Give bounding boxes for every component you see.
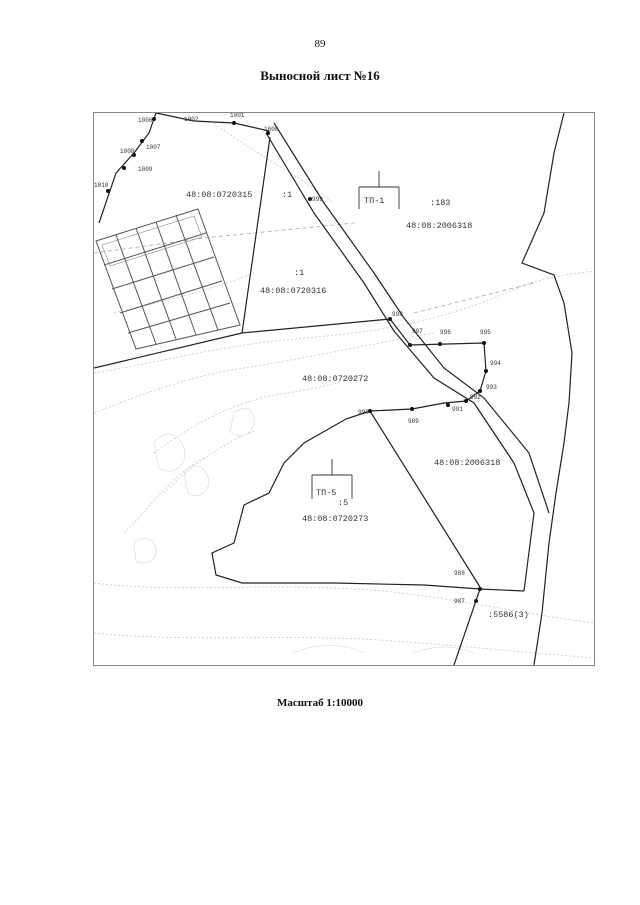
terrain-contours	[94, 122, 594, 659]
parcel-labels: 48:08:0720315 48:08:2006318 48:08:072031…	[186, 190, 500, 524]
point-label-1001: 1001	[230, 113, 245, 119]
map-frame: 48:08:0720315 48:08:2006318 48:08:072031…	[93, 112, 595, 666]
point-label-998: 998	[392, 311, 403, 318]
point-label-996: 996	[440, 329, 451, 336]
point-label-992: 992	[470, 394, 481, 401]
parcel-label-720316: 48:08:0720316	[260, 286, 326, 296]
point-label-990: 990	[358, 409, 369, 416]
parcel-label-720315: 48:08:0720315	[186, 190, 252, 200]
zone-labels: ТП-1 ТП-5	[316, 196, 384, 498]
point-label-993: 993	[486, 384, 497, 391]
point-label-1006: 1006	[138, 117, 153, 124]
point-label-1007: 1007	[146, 144, 161, 151]
zone-label-bottom: ТП-5	[316, 488, 336, 498]
sublabel-5: :5	[338, 498, 348, 508]
point-label-1000: 1000	[264, 126, 279, 133]
point-label-1002: 1002	[184, 116, 199, 123]
allotment-inner	[101, 215, 203, 267]
point-label-987: 987	[454, 598, 465, 605]
sublabel-183: :183	[430, 198, 450, 208]
cadastral-map: 48:08:0720315 48:08:2006318 48:08:072031…	[94, 113, 594, 665]
sublabel-5586: :5586(3)	[488, 610, 529, 620]
zone-marker-bottom	[311, 459, 353, 499]
sublabel-1-top: :1	[282, 190, 292, 200]
point-label-1010: 1010	[94, 182, 109, 189]
page-number: 89	[314, 38, 326, 50]
boundary-point-dots	[106, 117, 488, 603]
zone-marker-top	[358, 171, 400, 209]
parcel-label-2006318-top: 48:08:2006318	[406, 221, 472, 231]
parcel-label-2006318-mid: 48:08:2006318	[434, 458, 500, 468]
point-label-1008: 1008	[120, 148, 135, 155]
scale-label: Масштаб 1:10000	[276, 697, 363, 709]
point-label-997: 997	[412, 328, 423, 335]
sheet-title: Выносной лист №16	[260, 68, 380, 83]
dashed-boundaries	[94, 222, 535, 314]
sublabel-1-mid: :1	[294, 268, 304, 278]
point-labels: 1006 1002 1008 1007 1009 1010 1001 1000 …	[94, 113, 501, 605]
point-label-995: 995	[480, 329, 491, 336]
parcel-boundaries	[94, 113, 573, 665]
allotment-grid	[95, 208, 241, 350]
terrain-texture	[133, 408, 475, 654]
zone-label-top: ТП-1	[364, 196, 384, 206]
parcel-label-720273: 48:08:0720273	[302, 514, 368, 524]
parcel-label-720272: 48:08:0720272	[302, 374, 368, 384]
point-label-994: 994	[490, 360, 501, 367]
point-label-989: 989	[408, 418, 419, 425]
point-label-999: 999	[312, 196, 323, 203]
point-label-988: 988	[454, 570, 465, 577]
point-label-991: 991	[452, 406, 463, 413]
sub-labels: :1 :1 :183 :5 :5586(3)	[282, 190, 529, 620]
point-label-1009: 1009	[138, 166, 153, 173]
